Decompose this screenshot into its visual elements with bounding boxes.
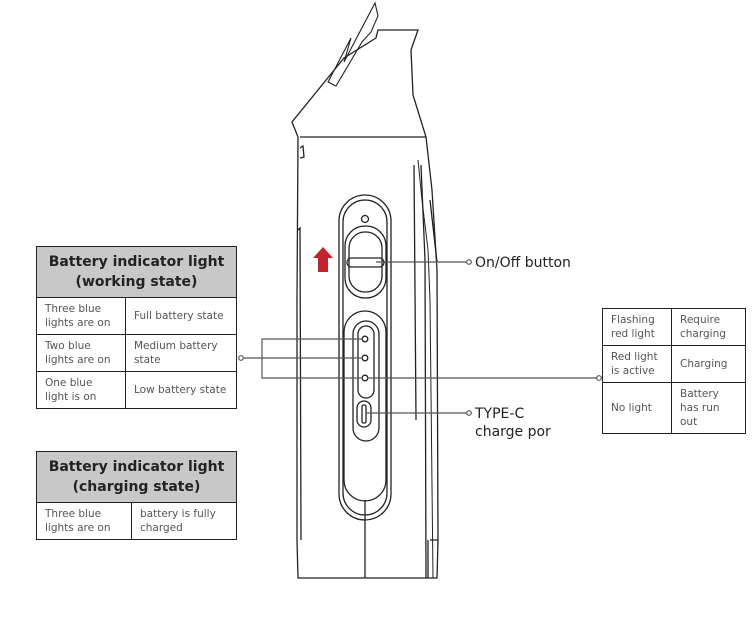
typec-label-line2: charge por bbox=[475, 424, 551, 440]
cell: Medium battery state bbox=[125, 334, 237, 372]
indicator-light-2 bbox=[361, 354, 369, 362]
charging-table-title: Battery indicator light(charging state) bbox=[36, 451, 237, 503]
cell: Three blue lights are on bbox=[36, 297, 126, 335]
cell: Require charging bbox=[671, 308, 746, 346]
indicator-light-1 bbox=[361, 335, 369, 343]
charging-state-table: Battery indicator light(charging state) … bbox=[36, 451, 237, 540]
cell: Two blue lights are on bbox=[36, 334, 126, 372]
cell: Flashing red light bbox=[602, 308, 672, 346]
typec-label: TYPE-C charge por bbox=[475, 405, 551, 441]
usb-c-port bbox=[356, 400, 372, 428]
cell: Charging bbox=[671, 345, 746, 383]
device-outline bbox=[291, 29, 439, 579]
cell: Full battery state bbox=[125, 297, 237, 335]
indicator-light-3 bbox=[361, 374, 369, 382]
typec-label-line1: TYPE-C bbox=[475, 406, 525, 422]
cell: One blue light is on bbox=[36, 371, 126, 409]
cell: Battery has run out bbox=[671, 382, 746, 434]
cell: Three blue lights are on bbox=[36, 502, 132, 540]
onoff-label: On/Off button bbox=[475, 255, 571, 271]
blade bbox=[327, 1, 379, 87]
working-table-title: Battery indicator light(working state) bbox=[36, 246, 237, 298]
working-state-table: Battery indicator light(working state) T… bbox=[36, 246, 237, 409]
up-arrow-icon bbox=[313, 247, 333, 272]
cell: No light bbox=[602, 382, 672, 434]
cell: Low battery state bbox=[125, 371, 237, 409]
cell: Red light is active bbox=[602, 345, 672, 383]
cell: battery is fully charged bbox=[131, 502, 237, 540]
